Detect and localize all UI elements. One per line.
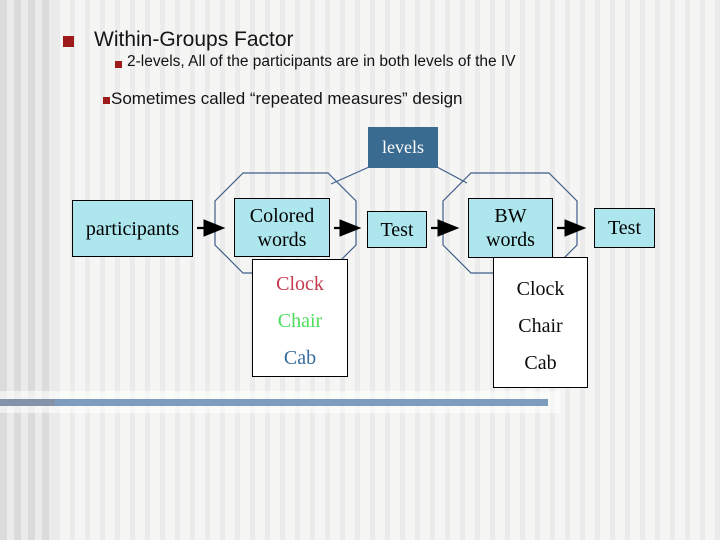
levels-connector-left (330, 166, 370, 185)
list-item: Clock (516, 278, 565, 300)
slide-title: Within-Groups Factor (94, 28, 294, 51)
list-item: Clock (276, 273, 324, 295)
accent-bar-left-segment (0, 399, 55, 406)
levels-connector-right (436, 166, 468, 184)
list-item: Cab (524, 352, 557, 374)
colored-words-list: Clock Chair Cab (252, 259, 348, 377)
sub-bullet-icon (115, 61, 122, 68)
bullet-text-levels: 2-levels, All of the participants are in… (127, 53, 516, 70)
bullet-text-repeated-measures: Sometimes called “repeated measures” des… (111, 89, 463, 108)
left-stripe-band (0, 0, 55, 540)
participants-node: participants (72, 200, 193, 257)
list-item: Cab (283, 347, 317, 369)
colored-words-node: Colored words (234, 198, 330, 257)
list-item: Chair (277, 310, 323, 332)
test-node-2: Test (594, 208, 655, 248)
sub-bullet-icon (103, 97, 110, 104)
bw-words-node: BW words (468, 198, 553, 258)
title-bullet-icon (63, 36, 74, 47)
list-item: Chair (518, 315, 563, 337)
bw-words-list: Clock Chair Cab (493, 257, 588, 388)
test-node-1: Test (367, 211, 427, 248)
levels-label-box: levels (368, 127, 438, 168)
accent-bar (0, 399, 548, 406)
